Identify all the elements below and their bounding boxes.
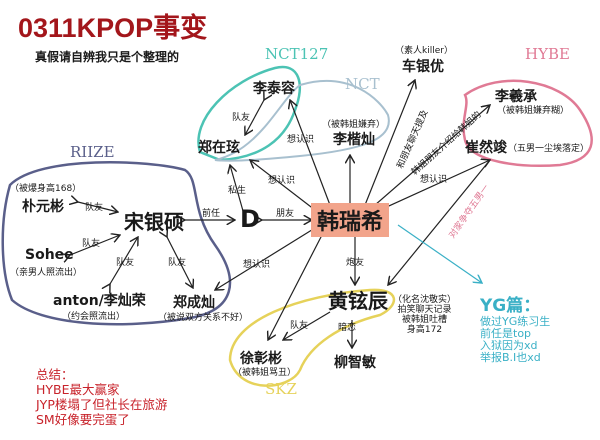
note-yeonjun: （五男一尘埃落定）	[508, 144, 590, 154]
edge-label-teammate: 队友	[290, 321, 309, 331]
note-anton: （约会照流出）	[62, 312, 126, 322]
group-label-hybe: HYBE	[525, 45, 570, 63]
note-line: 身高172	[406, 325, 443, 335]
summary-line: HYBE最大赢家	[36, 382, 120, 397]
edge-label-fwb: 炮友	[346, 258, 365, 268]
note-hyunjin: （化名沈敬实） 拍笑聊天记录 被韩姐吐槽 身高172	[393, 295, 456, 335]
group-label-nct127: NCT127	[265, 45, 329, 63]
yg-line: 做过YG练习生	[480, 315, 551, 328]
node-eunwoo: 车银优	[402, 59, 444, 75]
edge-label-teammate: 队友	[232, 113, 251, 123]
node-taeyong: 李泰容	[253, 81, 295, 97]
note-sungchan: （被说双方关系不好）	[158, 313, 249, 323]
note-line: 被韩姐吐槽	[402, 315, 448, 325]
skz-outline	[228, 288, 396, 387]
edge-label-want-know: 想认识	[420, 175, 448, 185]
note-heeseung: （被韩姐嫌弃糊）	[497, 106, 570, 116]
edge-label-teammate: 队友	[82, 239, 101, 249]
edge-label-friend: 朋友	[276, 209, 295, 219]
yg-heading: YG篇：	[480, 296, 541, 316]
node-haechan: 李楷灿	[333, 132, 375, 148]
node-anton: anton/李灿荣	[53, 293, 146, 309]
note-line: 拍笑聊天记录	[397, 305, 452, 315]
edge-label-teammate: 队友	[168, 258, 187, 268]
nct-outline	[214, 79, 390, 162]
node-eunseok: 宋银硕	[124, 210, 184, 234]
subtitle: 真假请自辨我只是个整理的	[35, 50, 180, 64]
edge-label-teammate: 队友	[116, 258, 135, 268]
note-wonbin: （被爆身高168）	[10, 184, 82, 194]
note-changbin: （被韩姐骂丑）	[233, 368, 297, 378]
node-sungchan: 郑成灿	[173, 295, 215, 311]
node-jaehyun: 郑在玹	[198, 140, 240, 156]
edge-label-want-know: 想认识	[287, 135, 315, 145]
summary-line: SM好像要完蛋了	[36, 412, 130, 427]
riize-outline	[1, 161, 232, 326]
edge-label-sasaeng: 私生	[228, 186, 247, 196]
center-node: 韩瑞希	[311, 203, 390, 237]
note-haechan: （被韩姐嫌弃）	[322, 120, 386, 130]
group-label-riize: RIIZE	[70, 143, 115, 161]
edge-label-crush: 暗恋	[338, 323, 357, 333]
group-label-nct: NCT	[345, 75, 380, 93]
node-sohee: Sohee	[25, 247, 74, 263]
nct127-outline	[197, 65, 302, 162]
node-hyunjin: 黄铉辰	[328, 289, 388, 313]
node-changbin: 徐彰彬	[240, 351, 282, 367]
node-d: D	[240, 205, 260, 233]
edge-label-ex: 前任	[202, 209, 221, 219]
edge-label-teammate: 队友	[85, 203, 104, 213]
summary-line: JYP楼塌了但社长在旅游	[36, 397, 168, 412]
note-sohee: （亲男人照流出）	[10, 268, 83, 278]
edge-label-want-know: 想认识	[243, 260, 271, 270]
page-title: 0311KPOP事变	[18, 13, 208, 43]
summary-section: 总结： HYBE最大赢家 JYP楼塌了但社长在旅游 SM好像要完蛋了	[36, 367, 167, 427]
node-wonbin: 朴元彬	[22, 199, 64, 215]
node-heeseung: 李羲承	[495, 89, 537, 105]
node-jimin: 柳智敏	[334, 355, 376, 371]
hybe-outline	[462, 79, 593, 167]
edge-label-want-know: 想认识	[268, 176, 296, 186]
note-line: （化名沈敬实）	[393, 295, 457, 305]
yg-section: YG篇： 做过YG练习生 前任是top 入狱因为xd 举报B.I也xd	[480, 291, 550, 364]
group-label-skz: SKZ	[265, 380, 297, 398]
yg-line: 入狱因为xd	[480, 339, 538, 352]
note-eunwoo: （素人killer）	[395, 46, 453, 56]
node-yeonjun: 崔然竣	[465, 140, 507, 156]
yg-line: 前任是top	[480, 327, 532, 340]
summary-heading: 总结：	[36, 367, 74, 382]
yg-line: 举报B.I也xd	[480, 351, 541, 364]
